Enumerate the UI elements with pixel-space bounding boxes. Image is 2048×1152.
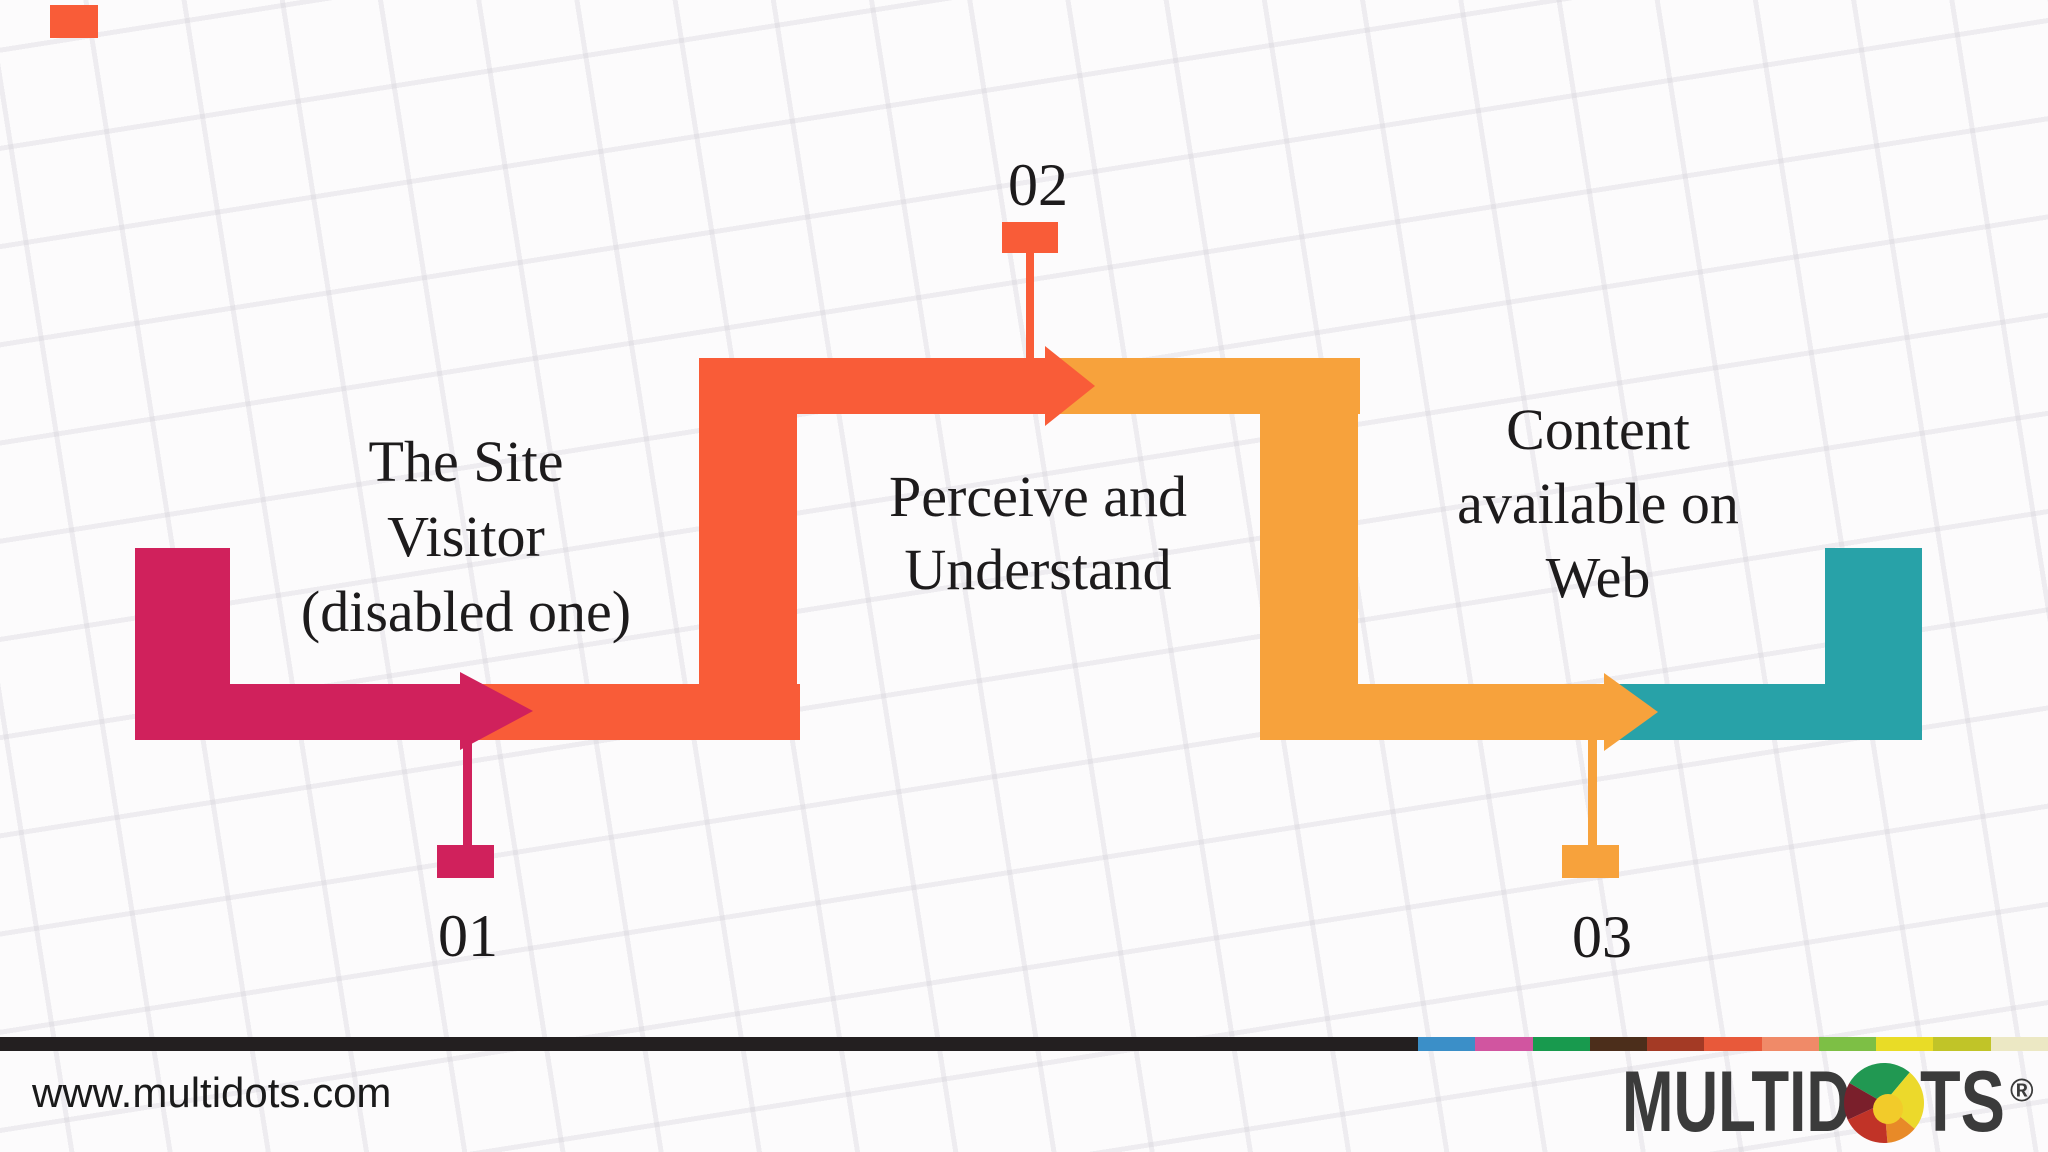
step3-label-line2: available on	[1457, 471, 1739, 536]
step2-label-line2: Understand	[904, 537, 1172, 602]
footer-dark-bar	[0, 1037, 1418, 1051]
multidots-dot-icon	[1844, 1063, 1924, 1144]
step1-label-line3: (disabled one)	[300, 579, 632, 644]
step1-number: 01	[438, 903, 498, 969]
step3-label: Content available on Web	[1378, 393, 1818, 615]
strip-segment	[1532, 1037, 1590, 1051]
cropped-corner-marker	[50, 5, 98, 38]
terminal-ribbon-vertical	[1825, 548, 1922, 740]
step1-marker-line	[463, 740, 472, 846]
step1-label: The Site Visitor (disabled one)	[246, 424, 686, 649]
step3-marker-line	[1588, 740, 1597, 846]
strip-segment	[1761, 1037, 1819, 1051]
strip-segment	[1818, 1037, 1877, 1051]
logo-text-right: TS	[1920, 1054, 2005, 1148]
step2-label-line1: Perceive and	[889, 464, 1187, 529]
step1-label-line1: The Site	[368, 429, 564, 494]
step1-arrowhead-icon	[460, 672, 533, 750]
footer-color-strip	[1418, 1037, 2048, 1051]
strip-segment	[1589, 1037, 1648, 1051]
step2-number: 02	[1008, 152, 1068, 218]
step3-ribbon-vertical	[1260, 358, 1358, 740]
step3-ribbon-bottom	[1260, 684, 1608, 740]
step2-ribbon-top	[699, 358, 1051, 414]
dot-center	[1873, 1094, 1903, 1124]
logo-registered-icon: ®	[2010, 1072, 2034, 1108]
strip-segment	[1704, 1037, 1762, 1051]
step3-label-line3: Web	[1545, 545, 1651, 610]
strip-segment	[1647, 1037, 1705, 1051]
strip-segment	[1990, 1037, 2048, 1051]
step2-marker-box	[1002, 222, 1058, 253]
step2-label: Perceive and Understand	[818, 460, 1258, 606]
step3-arrowhead-icon	[1604, 673, 1658, 751]
step3-label-line1: Content	[1506, 397, 1690, 462]
step1-ribbon-horizontal	[135, 684, 465, 740]
step1-label-line2: Visitor	[387, 504, 545, 569]
strip-segment	[1475, 1037, 1533, 1051]
strip-segment	[1418, 1037, 1476, 1051]
footer-website-url: www.multidots.com	[32, 1069, 392, 1116]
step2-arrowhead-icon	[1045, 346, 1095, 426]
step2-ribbon-vertical	[699, 358, 797, 740]
step2-marker-line	[1026, 252, 1034, 360]
strip-segment	[1933, 1037, 1991, 1051]
step1-marker-box	[437, 845, 494, 878]
multidots-logo: MULTID TS ®	[1622, 1054, 2034, 1148]
strip-segment	[1876, 1037, 1934, 1051]
logo-text-left: MULTID	[1622, 1054, 1851, 1148]
step3-number: 03	[1572, 904, 1632, 970]
step3-marker-box	[1562, 845, 1619, 878]
